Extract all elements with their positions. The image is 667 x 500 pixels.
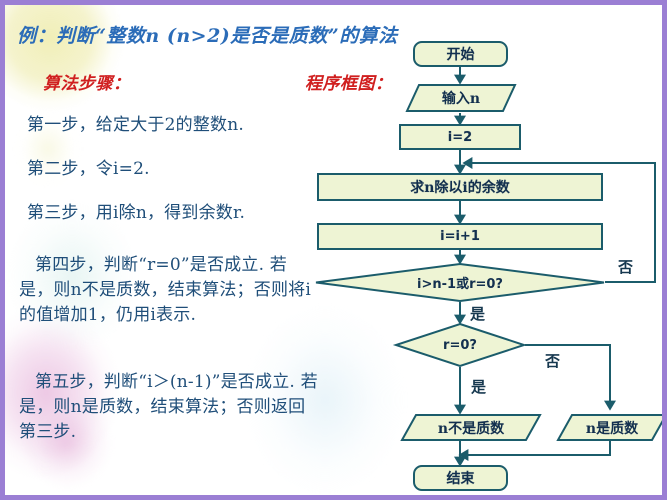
algorithm-step-5: 第五步，判断“i＞(n-1)”是否成立. 若是，则n是质数，结束算法；否则返回第… — [19, 372, 318, 443]
flow-node-increment-label: i=i+1 — [440, 229, 480, 244]
flow-node-input-label: 输入n — [441, 91, 481, 107]
steps-section-heading: 算法步骤： — [43, 74, 131, 94]
flow-node-end: 结束 — [413, 465, 508, 491]
flow-node-end-label: 结束 — [446, 471, 475, 487]
flow-node-cond1: i>n-1或r=0? — [315, 262, 605, 303]
flow-node-remainder: 求n除以i的余数 — [317, 173, 603, 201]
flow-node-cond2: r=0? — [392, 322, 528, 368]
algorithm-step-1: 第一步，给定大于2的整数n. — [27, 115, 244, 135]
flow-node-init-label: i=2 — [447, 129, 473, 145]
flow-node-not-prime-label: n不是质数 — [437, 420, 505, 437]
algorithm-step-4: 第四步，判断“r=0”是否成立. 若是，则n不是质数，结束算法；否则将i的值增加… — [19, 255, 311, 326]
algorithm-step-2: 第二步，令i=2. — [27, 159, 150, 179]
flowchart: 开始 输入n i=2 求n除以i的余数 i=i+1 i>n-1或r=0? — [5, 5, 662, 495]
flow-node-cond2-label: r=0? — [443, 337, 477, 353]
edge-label-cond1-yes: 是 — [470, 305, 486, 323]
page-title: 例：判断“整数n (n>2)是否是质数”的算法 — [17, 25, 398, 47]
flow-node-prime-label: n是质数 — [585, 420, 639, 437]
algorithm-step-3: 第三步，用i除n，得到余数r. — [27, 203, 246, 223]
edge-label-cond2-no: 否 — [545, 352, 561, 370]
flowchart-section-heading: 程序框图： — [305, 74, 393, 94]
flow-node-remainder-label: 求n除以i的余数 — [410, 180, 510, 196]
flow-node-input: 输入n — [405, 83, 517, 113]
flow-node-cond1-label: i>n-1或r=0? — [417, 277, 503, 292]
flow-node-increment: i=i+1 — [317, 223, 603, 250]
edge-label-cond2-yes: 是 — [471, 378, 487, 396]
flow-node-start-label: 开始 — [446, 47, 475, 63]
flow-node-prime: n是质数 — [556, 413, 662, 442]
flow-node-start: 开始 — [413, 41, 508, 67]
flow-node-not-prime: n不是质数 — [400, 413, 542, 442]
flow-node-init: i=2 — [399, 124, 521, 150]
edge-label-cond1-no: 否 — [618, 258, 634, 276]
